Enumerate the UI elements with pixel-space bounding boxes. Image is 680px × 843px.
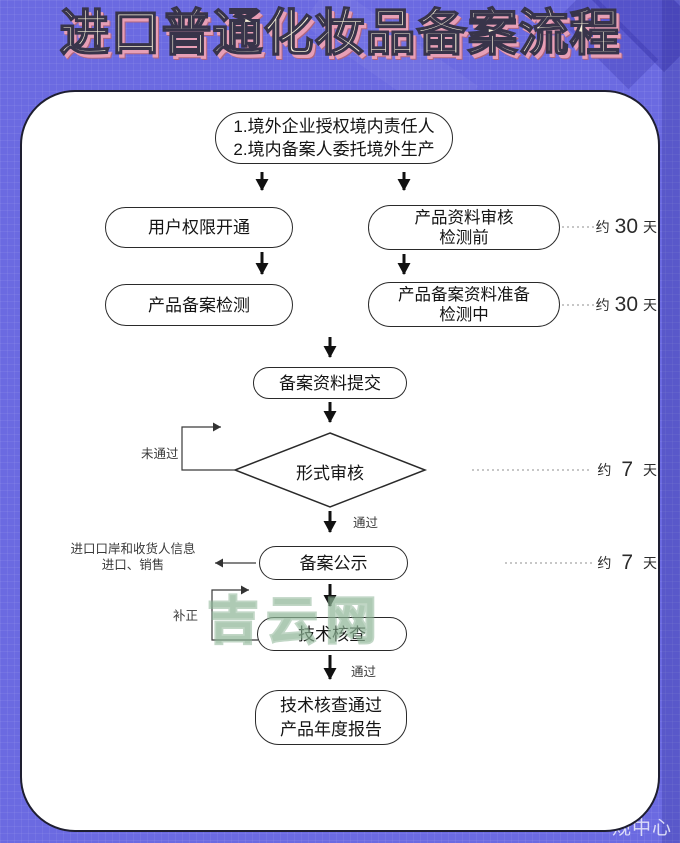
user-permission-label: 用户权限开通 bbox=[148, 218, 250, 237]
duration-2-prefix: 约 bbox=[595, 296, 610, 313]
import-port-note: 进口口岸和收货人信息 进口、销售 bbox=[58, 541, 208, 573]
site-watermark: 吉云网 bbox=[206, 591, 385, 651]
correct-label: 补正 bbox=[173, 609, 199, 623]
duration-1-value: 30 bbox=[614, 215, 638, 238]
submit-box: 备案资料提交 bbox=[253, 367, 407, 399]
material-audit-line2: 检测前 bbox=[439, 228, 489, 247]
material-audit-line1: 产品资料审核 bbox=[414, 208, 514, 227]
duration-4-suffix: 天 bbox=[643, 554, 657, 571]
import-port-note-line1: 进口口岸和收货人信息 bbox=[70, 542, 196, 556]
publish-label: 备案公示 bbox=[299, 553, 368, 573]
start-box-line2: 2.境内备案人委托境外生产 bbox=[233, 140, 435, 159]
final-report-line1: 技术核查通过 bbox=[280, 695, 382, 715]
duration-1-prefix: 约 bbox=[595, 218, 610, 235]
duration-2-value: 30 bbox=[614, 293, 638, 316]
import-port-note-line2: 进口、销售 bbox=[101, 558, 165, 572]
fail-label: 未通过 bbox=[141, 447, 179, 461]
submit-label: 备案资料提交 bbox=[279, 373, 381, 393]
start-box-line1: 1.境外企业授权境内责任人 bbox=[233, 117, 435, 136]
pass-label-review: 通过 bbox=[353, 516, 379, 530]
duration-3-prefix: 约 bbox=[597, 461, 612, 478]
material-prepare-box: 产品备案资料准备 检测中 bbox=[368, 282, 560, 327]
duration-2-suffix: 天 bbox=[643, 296, 657, 313]
material-audit-box: 产品资料审核 检测前 bbox=[368, 205, 560, 250]
tech-check-box: 技术核查 bbox=[257, 617, 407, 651]
right-edge-band bbox=[662, 0, 680, 843]
duration-3-suffix: 天 bbox=[643, 461, 657, 478]
final-report-line2: 产品年度报告 bbox=[280, 719, 382, 739]
final-report-box: 技术核查通过 产品年度报告 bbox=[255, 690, 407, 745]
material-prepare-line2: 检测中 bbox=[439, 305, 489, 324]
tech-check-label: 技术核查 bbox=[298, 624, 366, 644]
duration-1-suffix: 天 bbox=[643, 218, 657, 235]
duration-3-value: 7 bbox=[621, 458, 633, 481]
publish-box: 备案公示 bbox=[259, 546, 408, 580]
duration-4-value: 7 bbox=[621, 551, 633, 574]
review-diamond-shape bbox=[232, 432, 428, 508]
product-test-box: 产品备案检测 bbox=[105, 284, 293, 326]
user-permission-box: 用户权限开通 bbox=[105, 207, 293, 248]
page-title: 进口普通化妆品备案流程 bbox=[59, 4, 621, 62]
material-prepare-line1: 产品备案资料准备 bbox=[398, 285, 530, 304]
product-test-label: 产品备案检测 bbox=[148, 295, 250, 315]
duration-4-prefix: 约 bbox=[597, 554, 612, 571]
review-diamond-label: 形式审核 bbox=[296, 464, 364, 483]
pass-label-tech: 通过 bbox=[351, 665, 377, 679]
start-box: 1.境外企业授权境内责任人 2.境内备案人委托境外生产 bbox=[215, 112, 453, 164]
